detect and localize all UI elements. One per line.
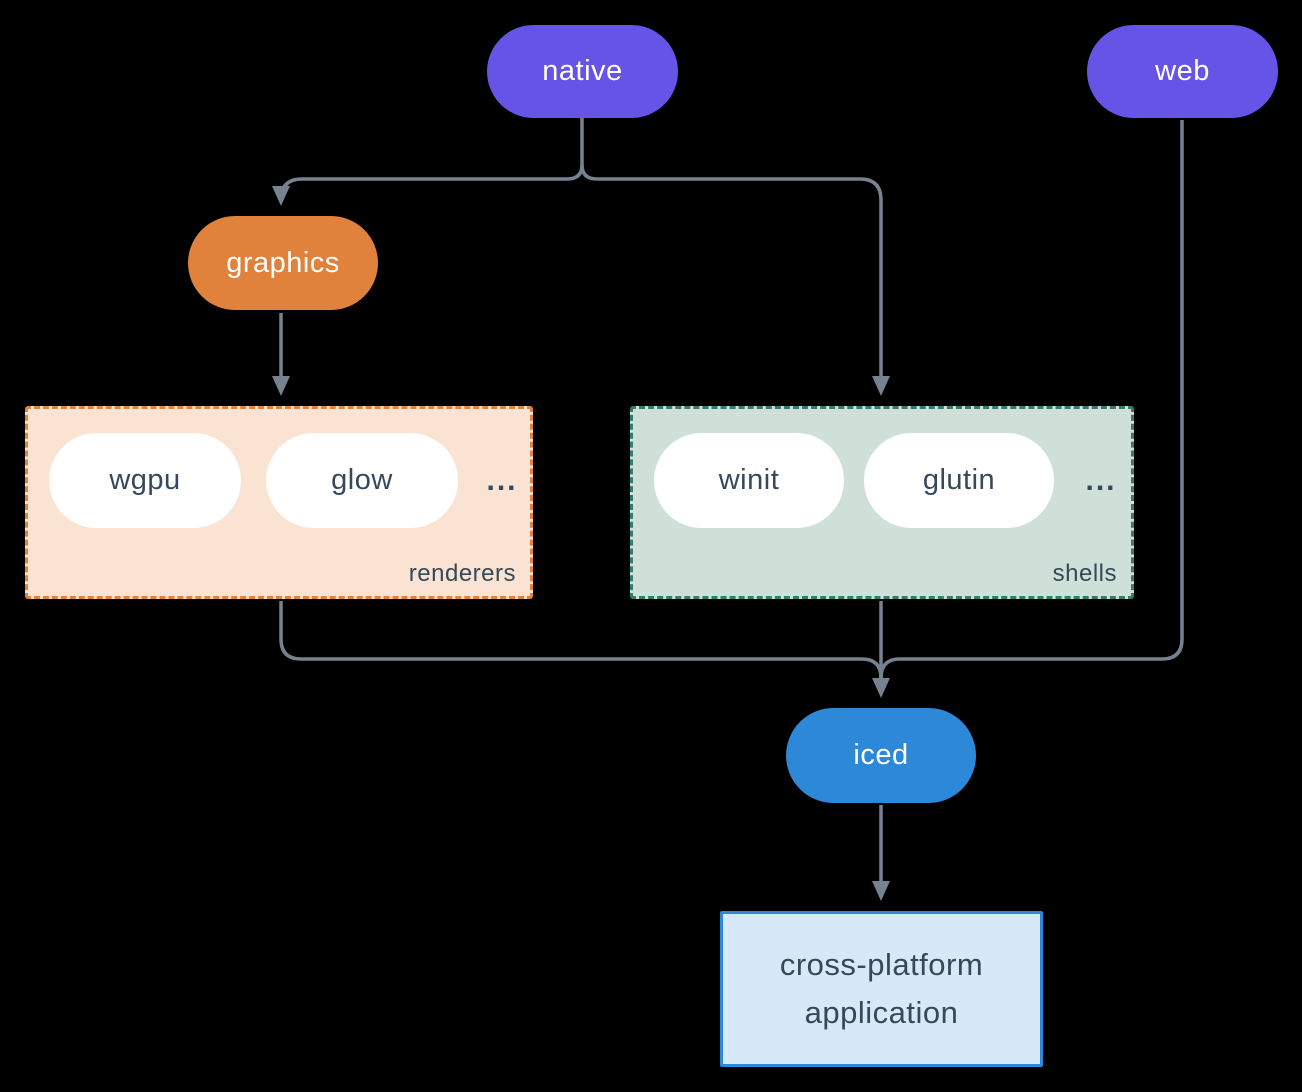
node-native: native: [487, 25, 678, 118]
renderers-ellipsis: ...: [486, 463, 518, 497]
connector-native-graphics: [272, 118, 584, 206]
connector-renderers-merge: [279, 601, 883, 679]
node-iced: iced: [786, 708, 976, 803]
group-shells: winit glutin ... shells: [630, 406, 1134, 599]
app-box-label: cross-platform application: [779, 947, 984, 1030]
node-web: web: [1087, 25, 1278, 118]
node-graphics: graphics: [188, 216, 378, 310]
pill-wgpu: wgpu: [49, 433, 241, 528]
pill-glow: glow: [266, 433, 458, 528]
pill-glutin: glutin: [864, 433, 1054, 528]
shells-ellipsis: ...: [1085, 463, 1117, 497]
connector-native-shells: [580, 164, 890, 396]
group-label-shells: shells: [1052, 560, 1117, 587]
pill-winit: winit: [654, 433, 844, 528]
app-box: cross-platform application: [720, 911, 1043, 1067]
group-renderers: wgpu glow ... renderers: [25, 406, 533, 599]
group-label-renderers: renderers: [408, 560, 516, 587]
